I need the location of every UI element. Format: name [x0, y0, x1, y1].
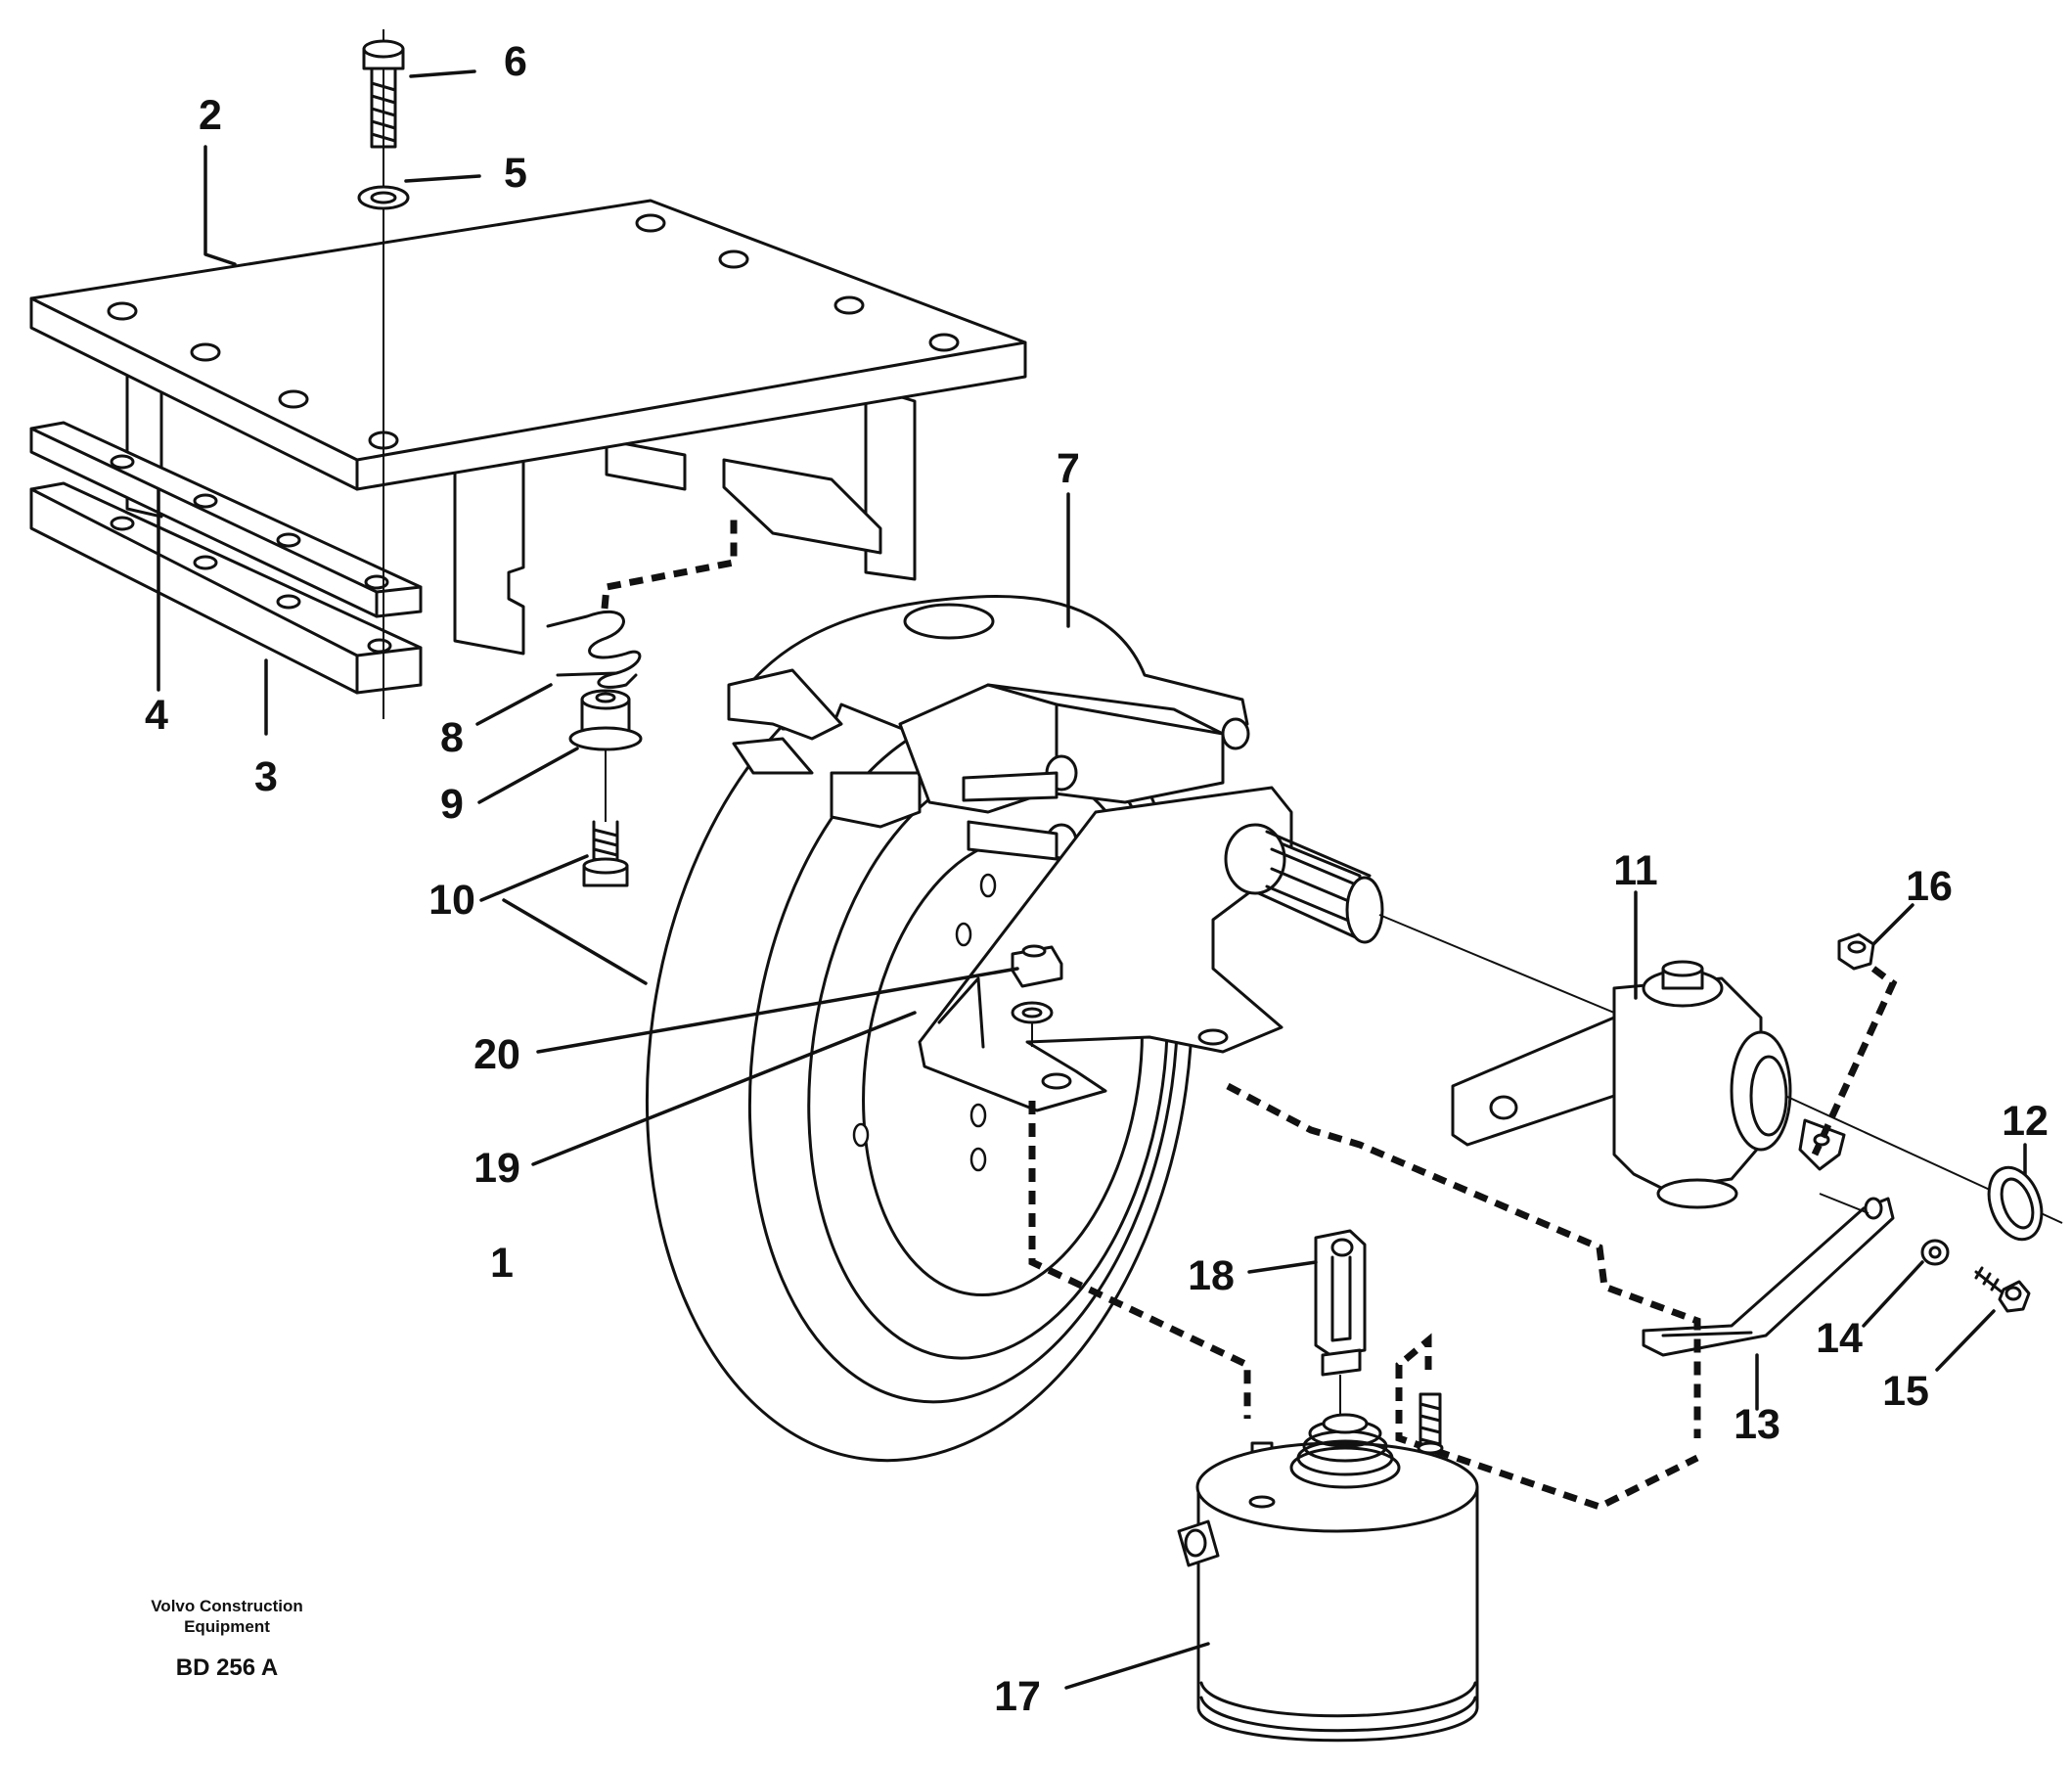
- nut-part-20: [1011, 944, 1063, 988]
- bolt-part-15: [1974, 1266, 2031, 1313]
- snap-ring-part-12: [1987, 1165, 2044, 1242]
- callout-2: 2: [199, 92, 222, 139]
- callout-14: 14: [1816, 1315, 1863, 1362]
- caliper-part-7: [727, 595, 1250, 861]
- callout-8: 8: [440, 714, 464, 761]
- callout-9: 9: [440, 781, 464, 828]
- assembly-line-stud-to-cylinder: [1395, 1333, 1699, 1511]
- bolt-part-10: [582, 748, 629, 887]
- bushing-part-9: [568, 689, 643, 751]
- figure-caption: Volvo Construction Equipment BD 256 A: [151, 1597, 303, 1681]
- callout-11: 11: [1613, 847, 1657, 894]
- shim-plate-part-4: [29, 421, 423, 618]
- callout-3: 3: [254, 753, 278, 800]
- lever-arm-part-11: [1451, 960, 2063, 1224]
- washer-part-19: [1011, 1001, 1054, 1047]
- callout-20: 20: [473, 1031, 520, 1078]
- callout-6: 6: [504, 38, 527, 85]
- brake-cylinder-part-17: [1177, 1413, 1479, 1743]
- washer-part-14: [1920, 1239, 1950, 1266]
- callout-16: 16: [1906, 863, 1953, 910]
- callout-labels: 1 2 3 4 5 6 7 8 9 10 11 12 13 14 15 16 1…: [145, 38, 2049, 1720]
- callout-4: 4: [145, 692, 168, 739]
- callout-7: 7: [1057, 445, 1080, 492]
- callout-15: 15: [1882, 1368, 1929, 1415]
- manufacturer-line-2: Equipment: [184, 1617, 270, 1636]
- nut-part-16: [1811, 932, 1898, 1156]
- assembly-line-plate-to-cylinder: [1028, 1101, 1251, 1419]
- washer-part-5: [357, 185, 410, 210]
- shim-plate-part-3: [29, 481, 423, 695]
- callout-1: 1: [490, 1240, 514, 1287]
- manufacturer-line-1: Volvo Construction: [151, 1597, 303, 1615]
- bolt-part-6: [362, 29, 405, 719]
- mounting-bracket-part-2: [29, 199, 1027, 656]
- callout-13: 13: [1734, 1401, 1780, 1448]
- callout-18: 18: [1188, 1252, 1235, 1299]
- clevis-part-18: [1314, 1229, 1367, 1428]
- splined-shaft: [1224, 823, 1615, 1014]
- callout-10: 10: [428, 877, 475, 924]
- spring-part-8: [546, 519, 738, 689]
- assembly-line-bolt-to-cylinder: [1226, 1082, 1701, 1438]
- callout-12: 12: [2002, 1098, 2049, 1145]
- callout-leaders: [157, 69, 2027, 1690]
- bracket-part-13: [1642, 1193, 1895, 1357]
- figure-code: BD 256 A: [176, 1654, 278, 1681]
- callout-17: 17: [994, 1673, 1041, 1720]
- callout-19: 19: [473, 1145, 520, 1192]
- caliper-mounting-plate: [918, 786, 1293, 1112]
- callout-5: 5: [504, 150, 527, 197]
